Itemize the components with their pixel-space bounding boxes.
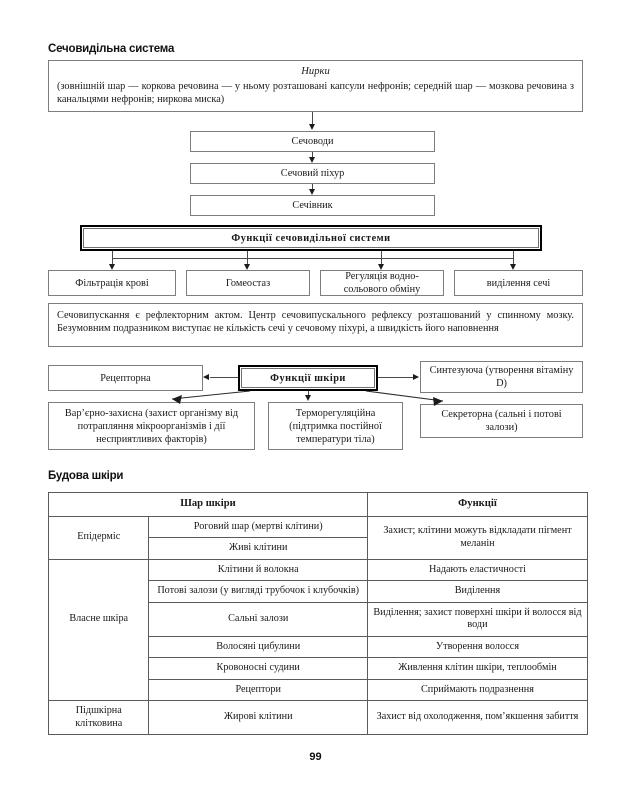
page-title-urinary-system: Сечовидільна система (48, 43, 175, 55)
arrow-down-icon (305, 395, 311, 401)
skin-function-thermoregulation: Терморегуляційна (підтримка постійної те… (268, 402, 403, 450)
cell-function: Сприймають подразнення (366, 678, 589, 701)
kidneys-box: Нирки (зовнішній шар — коркова речовина … (48, 60, 583, 112)
arrow-down-icon (109, 264, 115, 270)
cell-layer: Власне шкіра (47, 558, 150, 679)
connector-line (308, 391, 309, 396)
urinary-functions-title-box: Функції сечовидільної системи (80, 225, 542, 251)
skin-function-synthesis: Синтезуюча (утворення вітаміну D) (420, 361, 583, 393)
table-row: Епідерміс Роговий шар (мертві клітини) З… (47, 515, 589, 560)
connector-line (247, 251, 248, 259)
kidneys-title: Нирки (301, 66, 330, 77)
cell-function: Живлення клітин шкіри, теплообмін (366, 657, 589, 680)
arrow-down-icon (309, 189, 315, 195)
kidneys-description: (зовнішній шар — коркова речовина — у нь… (57, 81, 574, 105)
cell-part: Сальні залози (148, 601, 368, 637)
cell-part: Волосяні цибулини (148, 635, 368, 658)
cell-part: Жирові клітини (148, 700, 368, 735)
table-row: Рецептори Сприймають подразнення (47, 678, 589, 701)
connector-line (378, 377, 413, 378)
table-row: Сальні залози Виділення; захист поверхні… (49, 601, 589, 637)
arrow-down-icon (309, 124, 315, 130)
cell-layer: Підшкірна клітковина (47, 700, 150, 735)
connector-line (112, 258, 513, 259)
cell-part: Потові залози (у вигляді трубочок і клуб… (148, 580, 368, 603)
arrow-down-icon (378, 264, 384, 270)
column-header-functions: Функції (366, 492, 589, 517)
cell-function: Виділення (366, 580, 589, 603)
cell-function: Виділення; захист поверхні шкіри й волос… (366, 601, 589, 637)
connector-line (312, 184, 313, 191)
connector-line (312, 152, 313, 159)
connector-line (112, 251, 113, 259)
table-row: Підшкірна клітковина Жирові клітини Захи… (47, 700, 589, 735)
page-title-skin-structure: Будова шкіри (48, 470, 124, 482)
connector-line (513, 258, 514, 266)
cell-part: Кровоносні судини (148, 657, 368, 680)
chain-box-bladder: Сечовий піхур (190, 163, 435, 184)
cell-function: Утворення волосся (366, 635, 589, 658)
connector-line (381, 258, 382, 266)
skin-functions-title-box: Функції шкіри (238, 365, 378, 391)
cell-function: Захист; клітини можуть відкладати пігмен… (366, 515, 589, 560)
page-number: 99 (309, 751, 322, 763)
urination-reflex-note: Сечовипускання є рефлекторним актом. Цен… (48, 303, 583, 347)
cell-part: Роговий шар (мертві клітини) (148, 515, 368, 538)
table-header-row: Шар шкіри Функції (48, 492, 589, 517)
connector-line (210, 377, 238, 378)
cell-layer-continuation (47, 679, 150, 701)
cell-layer: Епідерміс (47, 515, 150, 560)
cell-part: Рецептори (148, 678, 368, 701)
urinary-function-urine-excretion: виділення сечі (454, 270, 583, 296)
skin-function-receptor: Рецепторна (48, 365, 203, 391)
column-header-layer: Шар шкіри (48, 492, 368, 517)
chain-box-urethra: Сечівник (190, 195, 435, 216)
skin-function-barrier: Вар’єрно-захисна (захист організму від п… (48, 402, 255, 450)
chain-box-ureters: Сечоводи (190, 131, 435, 152)
arrow-right-icon (413, 374, 419, 380)
urinary-function-homeostasis: Гомеостаз (186, 270, 310, 296)
urinary-function-water-salt-regulation: Регуляція водно-сольового обміну (320, 270, 444, 296)
table-row: Кровоносні судини Живлення клітин шкіри,… (49, 657, 589, 680)
connector-line (513, 251, 514, 259)
connector-line (112, 258, 113, 266)
arrow-down-icon (510, 264, 516, 270)
urinary-function-filtration: Фільтрація крові (48, 270, 176, 296)
cell-part: Живі клітини (148, 537, 368, 560)
cell-function: Надають еластичності (366, 558, 589, 581)
connector-line (171, 390, 251, 400)
arrow-down-icon (244, 264, 250, 270)
skin-function-secretory: Секреторна (сальні і потові залози) (420, 404, 583, 438)
table-row: Власне шкіра Клітини й волокна Надають е… (47, 558, 589, 679)
arrow-left-icon (203, 374, 209, 380)
cell-function: Захист від охолодження, пом’якшення заби… (366, 700, 589, 735)
connector-line (247, 258, 248, 266)
connector-line (312, 112, 313, 126)
connector-line (381, 251, 382, 259)
arrow-down-icon (309, 157, 315, 163)
cell-part: Клітини й волокна (148, 558, 368, 581)
skin-structure-table: Шар шкіри Функції Епідерміс Роговий шар … (47, 492, 589, 735)
